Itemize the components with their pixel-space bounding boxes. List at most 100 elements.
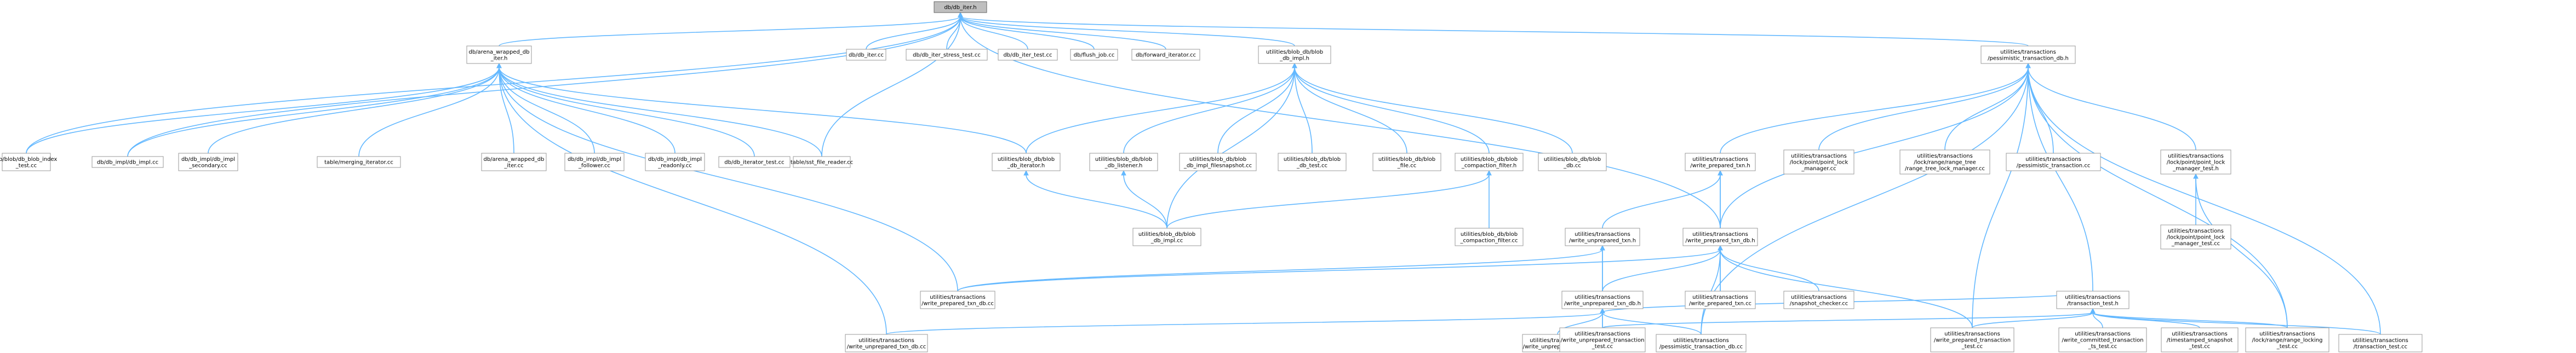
node-label: _test.cc [15,163,37,169]
edges-layer [26,11,2381,335]
node-label: utilities/transactions [930,294,986,300]
node-label: /lock/range/range_tree [1914,160,1976,166]
file-node[interactable]: db/db_impl/db_impl_readonly.cc [645,153,705,171]
dependency-edge [958,11,1166,50]
file-node[interactable]: utilities/blob_db/blob_db_listener.h [1089,153,1158,171]
node-label: utilities/transactions [1692,232,1748,238]
file-node[interactable]: utilities/transactions/transaction_test.… [2338,334,2423,352]
dependency-edge [1718,245,1819,292]
dependency-edge [958,11,1721,229]
node-label: /pessimistic_transaction.cc [2017,163,2091,169]
file-node[interactable]: utilities/blob_db/blob_file.cc [1372,153,1441,171]
file-node[interactable]: db/arena_wrapped_db_iter.h [466,45,532,64]
file-node[interactable]: utilities/transactions/write_unprepared_… [1561,291,1644,309]
dependency-edge [1818,62,2031,151]
dependency-edge [1166,170,1492,229]
node-label: /write_prepared_txn.cc [1689,300,1751,306]
file-node[interactable]: utilities/blob_db/blob_db_impl_filesnaps… [1179,153,1257,171]
node-label: _test.cc [1961,344,1983,350]
node-label: _test.cc [2276,344,2298,350]
node-label: utilities/blob_db/blob [1189,157,1246,163]
file-node[interactable]: db/db_impl/db_impl.cc [91,156,164,168]
node-label: utilities/transactions [2075,331,2131,337]
node-label: /write_committed_transaction [2062,338,2143,344]
file-node[interactable]: utilities/transactions/pessimistic_trans… [1656,334,1747,352]
file-node[interactable]: utilities/blob_db/blob_db.cc [1538,153,1607,171]
file-node[interactable]: utilities/blob_db/blob_compaction_filter… [1455,153,1524,171]
dependency-edge [1972,308,2096,328]
dependency-edge [958,11,1028,50]
node-label: utilities/transactions [2172,331,2228,337]
file-node[interactable]: db/forward_iterator.cc [1131,49,1200,61]
node-label: table/merging_iterator.cc [324,160,393,166]
file-node[interactable]: db/flush_job.cc [1070,49,1118,61]
node-label: db/db_impl/db_impl [648,157,702,163]
node-label: utilities/transactions [2065,294,2121,300]
file-node[interactable]: utilities/transactions/timestamped_snaps… [2161,327,2239,352]
dependency-edge [1600,308,1605,328]
file-node[interactable]: db/db_iter.cc [846,49,886,61]
file-node[interactable]: db/db_impl/db_impl_secondary.cc [178,153,238,171]
file-node[interactable]: db/db_impl/db_impl_follower.cc [564,153,625,171]
node-label: _db_impl.h [1279,55,1309,61]
dependency-edge [358,62,502,157]
file-node[interactable]: utilities/transactions/write_unprepared_… [845,334,928,352]
file-node[interactable]: utilities/blob_db/blob_db_test.cc [1278,153,1347,171]
file-node[interactable]: utilities/transactions/write_unprepared_… [1559,327,1646,352]
node-label: _manager.cc [1801,166,1836,172]
file-node[interactable]: table/sst_file_reader.cc [791,156,853,168]
file-node[interactable]: utilities/blob_db/blob_db_iterator.h [992,153,1061,171]
file-node[interactable]: utilities/transactions/write_prepared_tx… [1685,153,1756,171]
file-node[interactable]: utilities/transactions/write_prepared_tx… [1682,228,1758,246]
file-node[interactable]: utilities/transactions/write_prepared_tx… [1685,291,1756,309]
node-label: utilities/blob_db/blob [1461,232,1518,238]
node-label: /lock/point/point_lock [2167,235,2225,241]
file-node[interactable]: utilities/transactions/lock/point/point_… [2160,149,2231,175]
file-node[interactable]: utilities/transactions/pessimistic_trans… [2006,153,2101,171]
node-label: utilities/blob_db/blob [1284,157,1341,163]
dependency-edge [2193,173,2288,328]
dependency-edge [127,62,502,157]
node-label: /lock/point/point_lock [2167,160,2225,166]
file-node[interactable]: db/db_iterator_test.cc [718,156,791,168]
root-file-node[interactable]: db/db_iter.h [934,1,987,13]
dependency-edge [127,11,963,157]
node-label: utilities/transactions [2352,338,2408,344]
file-node[interactable]: utilities/transactions/write_committed_t… [2058,327,2147,352]
node-label: utilities/transactions [2000,49,2056,55]
file-node[interactable]: utilities/transactions/snapshot_checker.… [1783,291,1854,309]
file-node[interactable]: utilities/transactions/lock/range/range_… [1899,149,1990,175]
node-label: utilities/transactions [1575,331,1630,337]
file-node[interactable]: utilities/transactions/lock/point/point_… [1783,149,1854,175]
file-node[interactable]: utilities/blob_db/blob_db_impl.cc [1132,228,1201,246]
file-node[interactable]: utilities/transactions/transaction_test.… [2056,291,2130,309]
node-label: _test.cc [1592,344,1613,350]
node-label: /write_prepared_txn_db.h [1685,238,1755,244]
file-node[interactable]: utilities/transactions/pessimistic_trans… [1980,45,2076,64]
file-node[interactable]: db/arena_wrapped_db_iter.cc [481,153,547,171]
node-label: /pessimistic_transaction_db.h [1988,55,2069,61]
file-node[interactable]: db/db_iter_test.cc [998,49,1058,61]
file-node[interactable]: utilities/transactions/lock/point/point_… [2160,224,2231,250]
file-node[interactable]: db/blob/db_blob_index_test.cc [0,153,57,171]
dependency-edge [2025,62,2196,151]
node-label: _db_test.cc [1296,163,1327,169]
dependency-edge [496,62,1027,154]
node-label: db/db_impl/db_impl.cc [97,160,158,166]
file-node[interactable]: utilities/transactions/write_prepared_tx… [920,291,995,309]
file-node[interactable]: utilities/transactions/write_prepared_tr… [1930,327,2014,352]
node-label: db/forward_iterator.cc [1136,53,1196,59]
node-label: utilities/transactions [1944,331,2000,337]
file-node[interactable]: utilities/blob_db/blob_compaction_filter… [1455,228,1524,246]
node-label: utilities/blob_db/blob [1266,49,1323,55]
nodes-layer: db/db_iter.hdb/arena_wrapped_db_iter.hdb… [0,1,2423,352]
file-node[interactable]: table/merging_iterator.cc [317,156,401,168]
node-label: /transaction_test.cc [2354,344,2407,350]
file-node[interactable]: db/db_iter_stress_test.cc [906,49,988,61]
file-node[interactable]: utilities/transactions/lock/range/range_… [2245,327,2329,352]
node-label: utilities/transactions [1575,294,1630,300]
file-node[interactable]: utilities/blob_db/blob_db_impl.h [1258,45,1331,64]
dependency-edge [1602,170,1723,229]
file-node[interactable]: utilities/transactions/write_unprepared_… [1565,228,1640,246]
